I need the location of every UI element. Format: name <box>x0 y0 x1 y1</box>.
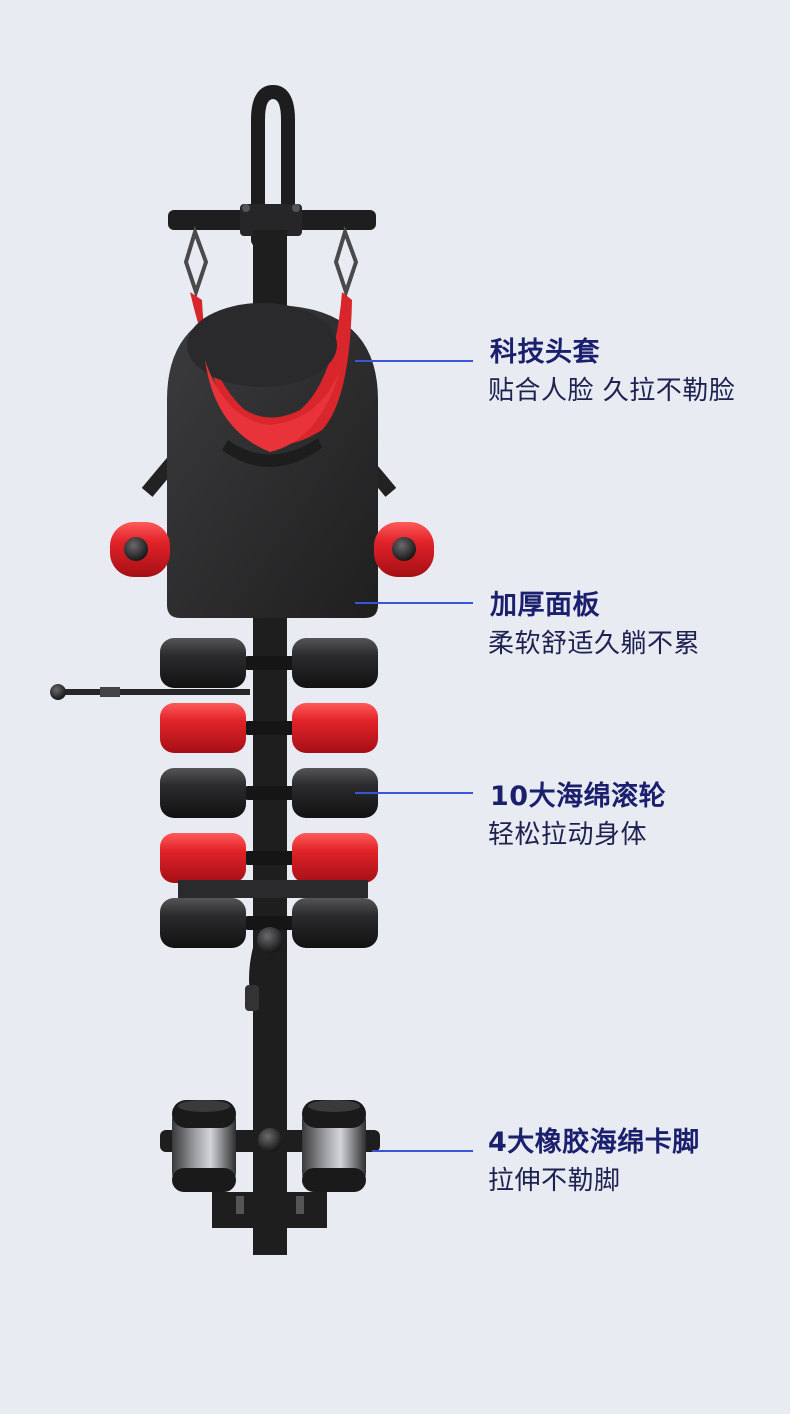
foam-rollers <box>160 638 378 948</box>
foam-roller-left <box>160 768 246 818</box>
foot-clamp-right <box>302 1100 366 1192</box>
roller-axle <box>244 656 296 670</box>
foam-roller-right <box>292 898 378 948</box>
callout-subtitle: 贴合人脸 久拉不勒脸 <box>488 376 736 406</box>
foot-base <box>212 1192 327 1228</box>
callout-title: 10大海绵滚轮 <box>490 781 667 812</box>
foam-roller-left <box>160 703 246 753</box>
foam-roller-right <box>292 833 378 883</box>
side-roller-right <box>374 522 434 577</box>
foam-roller-left <box>160 638 246 688</box>
foam-roller-right <box>292 768 378 818</box>
roller-axle <box>244 721 296 735</box>
foam-roller-left <box>160 833 246 883</box>
side-roller-left <box>110 522 170 577</box>
head-strap <box>187 292 352 468</box>
roller-axle <box>244 916 296 930</box>
callout-title: 4大橡胶海绵卡脚 <box>488 1127 700 1158</box>
strap-hooks <box>183 225 359 299</box>
roller-axle <box>244 851 296 865</box>
callout-subtitle: 柔软舒适久躺不累 <box>488 629 701 659</box>
foam-roller-right <box>292 638 378 688</box>
callout-subtitle: 拉伸不勒脚 <box>488 1166 621 1196</box>
callout-title: 加厚面板 <box>490 590 600 621</box>
foam-roller-left <box>160 898 246 948</box>
callout-subtitle: 轻松拉动身体 <box>488 820 648 850</box>
top-handle <box>251 84 295 247</box>
pivot-knob <box>257 927 283 953</box>
lever-knob <box>50 684 66 700</box>
callout-title: 科技头套 <box>490 337 600 368</box>
foot-clamp-left <box>172 1100 236 1192</box>
foam-roller-right <box>292 703 378 753</box>
roller-axle <box>244 786 296 800</box>
